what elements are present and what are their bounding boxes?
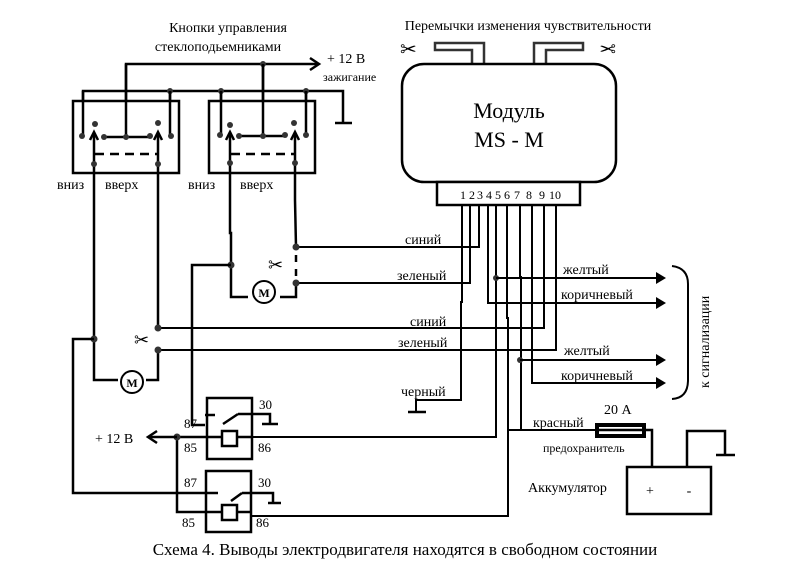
relay-upper-pin-87: 87 [184, 416, 198, 431]
svg-text:✂: ✂ [400, 39, 417, 61]
fuse-rating: 20 А [604, 403, 633, 418]
relay-upper [177, 396, 278, 461]
scissors-icon: ✂ [134, 330, 149, 350]
pin-7: 7 [514, 188, 520, 202]
wire-green-upper: зеленый [397, 269, 447, 284]
motor-lower: M [120, 370, 144, 394]
motor-upper: M [252, 280, 276, 304]
buttons-title-line1: Кнопки управления [169, 21, 287, 36]
relay-upper-pin-86: 86 [258, 440, 272, 455]
battery [625, 465, 713, 516]
motor-lower-label: M [126, 376, 137, 390]
wire-blue-lower: синий [410, 315, 447, 330]
battery-plus: + [646, 484, 654, 499]
window-switch-left[interactable] [71, 64, 181, 200]
relay-upper-pin-85: 85 [184, 440, 197, 455]
module-name: Модуль [473, 98, 545, 123]
module-ms-m [400, 62, 618, 184]
relay-upper-pin-30: 30 [259, 397, 272, 412]
jumper-left[interactable] [433, 41, 486, 64]
ignition-label: зажигание [323, 70, 376, 84]
relay-lower [175, 437, 281, 534]
switch-right-up-label: вверх [240, 178, 273, 193]
battery-label: Аккумулятор [528, 481, 607, 496]
relay-lower-pin-86: 86 [256, 515, 270, 530]
motor-upper-label: M [258, 286, 269, 300]
pin-9: 9 [539, 188, 545, 202]
wire-red: красный [533, 416, 584, 431]
scissors-icon: ✂ [599, 39, 616, 61]
pin-2: 2 [469, 188, 475, 202]
scissors-icon: ✂ [400, 39, 417, 61]
supply-arrow-icon [145, 429, 158, 445]
wire-yellow-upper: желтый [562, 263, 609, 278]
figure-caption: Схема 4. Выводы электродвигателя находят… [153, 540, 658, 559]
ignition-voltage: + 12 В [327, 52, 365, 67]
fuse-label: предохранитель [543, 441, 625, 455]
upper-motor-circuit [190, 199, 300, 427]
pin-8: 8 [526, 188, 532, 202]
wire-green-lower: зеленый [398, 336, 448, 351]
module-wires [160, 205, 663, 517]
wire-blue-upper: синий [405, 233, 442, 248]
battery-minus: - [687, 484, 692, 499]
alarm-arrows [656, 272, 666, 389]
wire-brown-lower: коричневый [561, 369, 633, 384]
pin-3: 3 [477, 188, 483, 202]
scissors-icon: ✂ [268, 255, 283, 275]
jumpers-title: Перемычки изменения чувствительности [405, 19, 652, 34]
connector-pin-labels: 1 2 3 4 5 6 7 8 9 10 [460, 188, 561, 202]
pin-4: 4 [486, 188, 492, 202]
wire-black: черный [401, 385, 446, 400]
relay-lower-pin-85: 85 [182, 515, 195, 530]
module-model: MS - M [474, 127, 544, 152]
module-connector [435, 180, 582, 207]
pin-6: 6 [504, 188, 510, 202]
alarm-bracket [671, 265, 689, 400]
lower-motor-circuit [71, 200, 205, 495]
pin-5: 5 [495, 188, 501, 202]
switch-left-up-label: вверх [105, 178, 138, 193]
buttons-title-line2: стеклоподьемниками [155, 40, 282, 55]
pin-1: 1 [460, 188, 466, 202]
relay-lower-pin-30: 30 [258, 475, 271, 490]
wire-yellow-lower: желтый [563, 344, 610, 359]
switch-left-down-label: вниз [57, 178, 85, 193]
window-switch-right[interactable] [207, 64, 317, 200]
switch-right-down-label: вниз [188, 178, 216, 193]
supply-voltage: + 12 В [95, 432, 133, 447]
to-alarm-label: к сигнализации [698, 295, 713, 388]
wire-brown-upper: коричневый [561, 288, 633, 303]
svg-text:✂: ✂ [599, 39, 616, 61]
battery-ground-wire [685, 429, 727, 467]
pin-10: 10 [549, 188, 561, 202]
relay-lower-pin-87: 87 [184, 475, 198, 490]
jumper-right[interactable] [532, 41, 585, 64]
